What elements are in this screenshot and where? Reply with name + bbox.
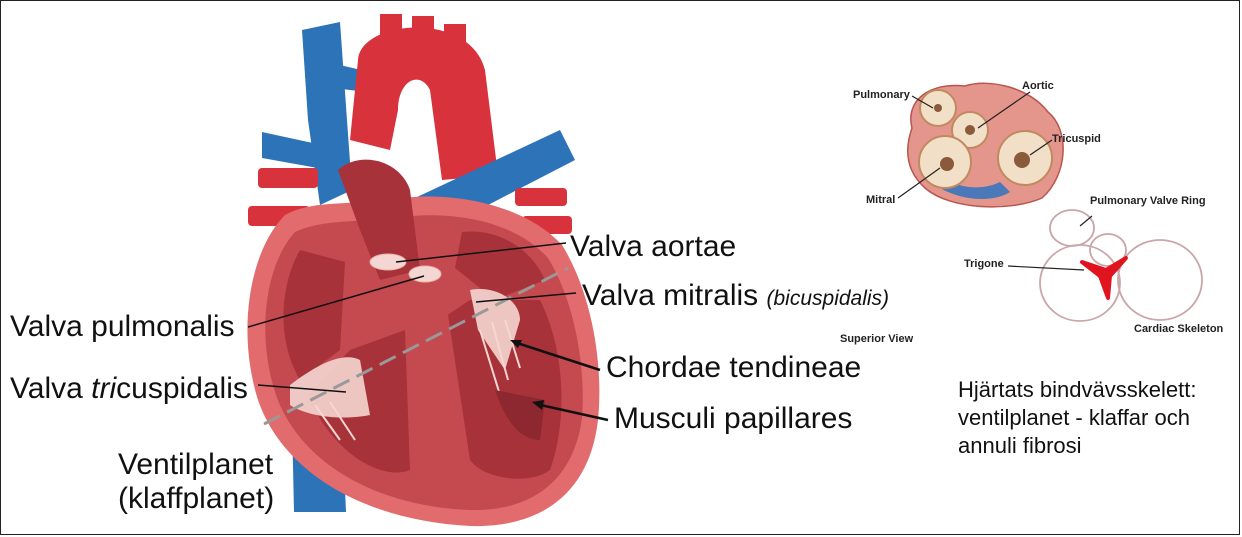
note-block: Hjärtats bindvävsskelett: ventilplanet -… xyxy=(958,376,1228,460)
pulmonary-ring-skeleton xyxy=(1049,209,1095,247)
inset-label-pulmonary-valve-ring: Pulmonary Valve Ring xyxy=(1090,195,1206,207)
label-valva-tri-suffix: cuspidalis xyxy=(116,372,248,405)
pulmonary-artery-left xyxy=(262,132,345,172)
tricuspid-center xyxy=(1014,152,1030,168)
chordae-strands xyxy=(314,319,521,441)
label-bicuspidalis: (bicuspidalis) xyxy=(766,287,890,310)
note-line-2: ventilplanet - klaffar och xyxy=(958,405,1190,430)
label-valva-mitralis-text: Valva mitralis xyxy=(582,279,759,312)
mitral-center xyxy=(940,157,954,171)
label-klaffplanet: (klaffplanet) xyxy=(118,482,275,515)
label-valva-tri-prefix: Valva xyxy=(10,372,92,405)
leader-valva-tricuspidalis xyxy=(257,384,347,393)
aortic-branch-2 xyxy=(412,16,434,76)
label-valva-tricuspidalis: Valva tricuspidalis xyxy=(10,372,248,406)
arrowhead-musculi xyxy=(532,400,544,410)
leader-mitral xyxy=(897,167,941,199)
leader-valva-mitralis xyxy=(475,292,577,303)
leader-pulmonary-valve-ring xyxy=(1079,215,1093,227)
leader-valva-aortae xyxy=(395,242,567,263)
aortic-branch-1 xyxy=(380,14,402,74)
label-valva-mitralis: Valva mitralis (bicuspidalis) xyxy=(582,279,889,313)
leader-aortic xyxy=(977,91,1031,129)
aortic-valve xyxy=(369,253,407,271)
pulmonary-vein-left-1 xyxy=(258,168,318,188)
leader-tricuspid xyxy=(1029,139,1053,156)
leader-trigone xyxy=(1007,265,1085,271)
aortic-ring-skeleton xyxy=(1089,233,1127,267)
inset-label-tricuspid: Tricuspid xyxy=(1052,133,1101,145)
arrowhead-chordae xyxy=(510,340,522,348)
left-atrium xyxy=(455,231,545,300)
note-line-3: annuli fibrosi xyxy=(958,433,1082,458)
aortic-root xyxy=(338,159,420,280)
aortic-branch-3 xyxy=(444,24,466,79)
inset-label-mitral: Mitral xyxy=(866,194,896,206)
tricuspid-valve xyxy=(290,357,370,418)
label-valva-aortae: Valva aortae xyxy=(570,230,737,263)
note-line-1: Hjärtats bindvävsskelett: xyxy=(958,377,1197,402)
inset-label-aortic: Aortic xyxy=(1022,80,1054,92)
mitral-ring-skeleton xyxy=(1039,244,1121,322)
tricuspid-ring-skeleton xyxy=(1117,239,1203,321)
leader-chordae xyxy=(513,340,601,372)
pulmonary-vein-right-1 xyxy=(515,188,567,206)
inset-label-pulmonary: Pulmonary xyxy=(853,89,910,101)
label-musculi-papillares: Musculi papillares xyxy=(614,402,853,435)
label-ventilplanet: Ventilplanet xyxy=(118,448,274,481)
label-valva-pulmonalis: Valva pulmonalis xyxy=(10,310,235,343)
valve-plane-line xyxy=(263,266,569,426)
inset-label-cardiac-skeleton: Cardiac Skeleton xyxy=(1134,323,1224,335)
mitral-annulus-blue xyxy=(925,170,1010,199)
inset-label-superior-view: Superior View xyxy=(840,333,914,345)
papillary-muscle xyxy=(495,390,545,440)
interventricular-septum xyxy=(405,262,470,470)
leader-musculi xyxy=(535,402,609,422)
fibrous-trigone xyxy=(1080,256,1128,300)
pulmonary-center xyxy=(934,104,942,112)
label-chordae-tendineae: Chordae tendineae xyxy=(606,351,862,384)
leader-valva-pulmonalis xyxy=(247,275,425,328)
label-valva-tri-italic: tri xyxy=(91,372,117,405)
aortic-center xyxy=(965,125,975,135)
inset-label-trigone: Trigone xyxy=(964,258,1004,270)
right-atrium xyxy=(283,250,345,380)
leader-pulmonary xyxy=(911,95,934,109)
